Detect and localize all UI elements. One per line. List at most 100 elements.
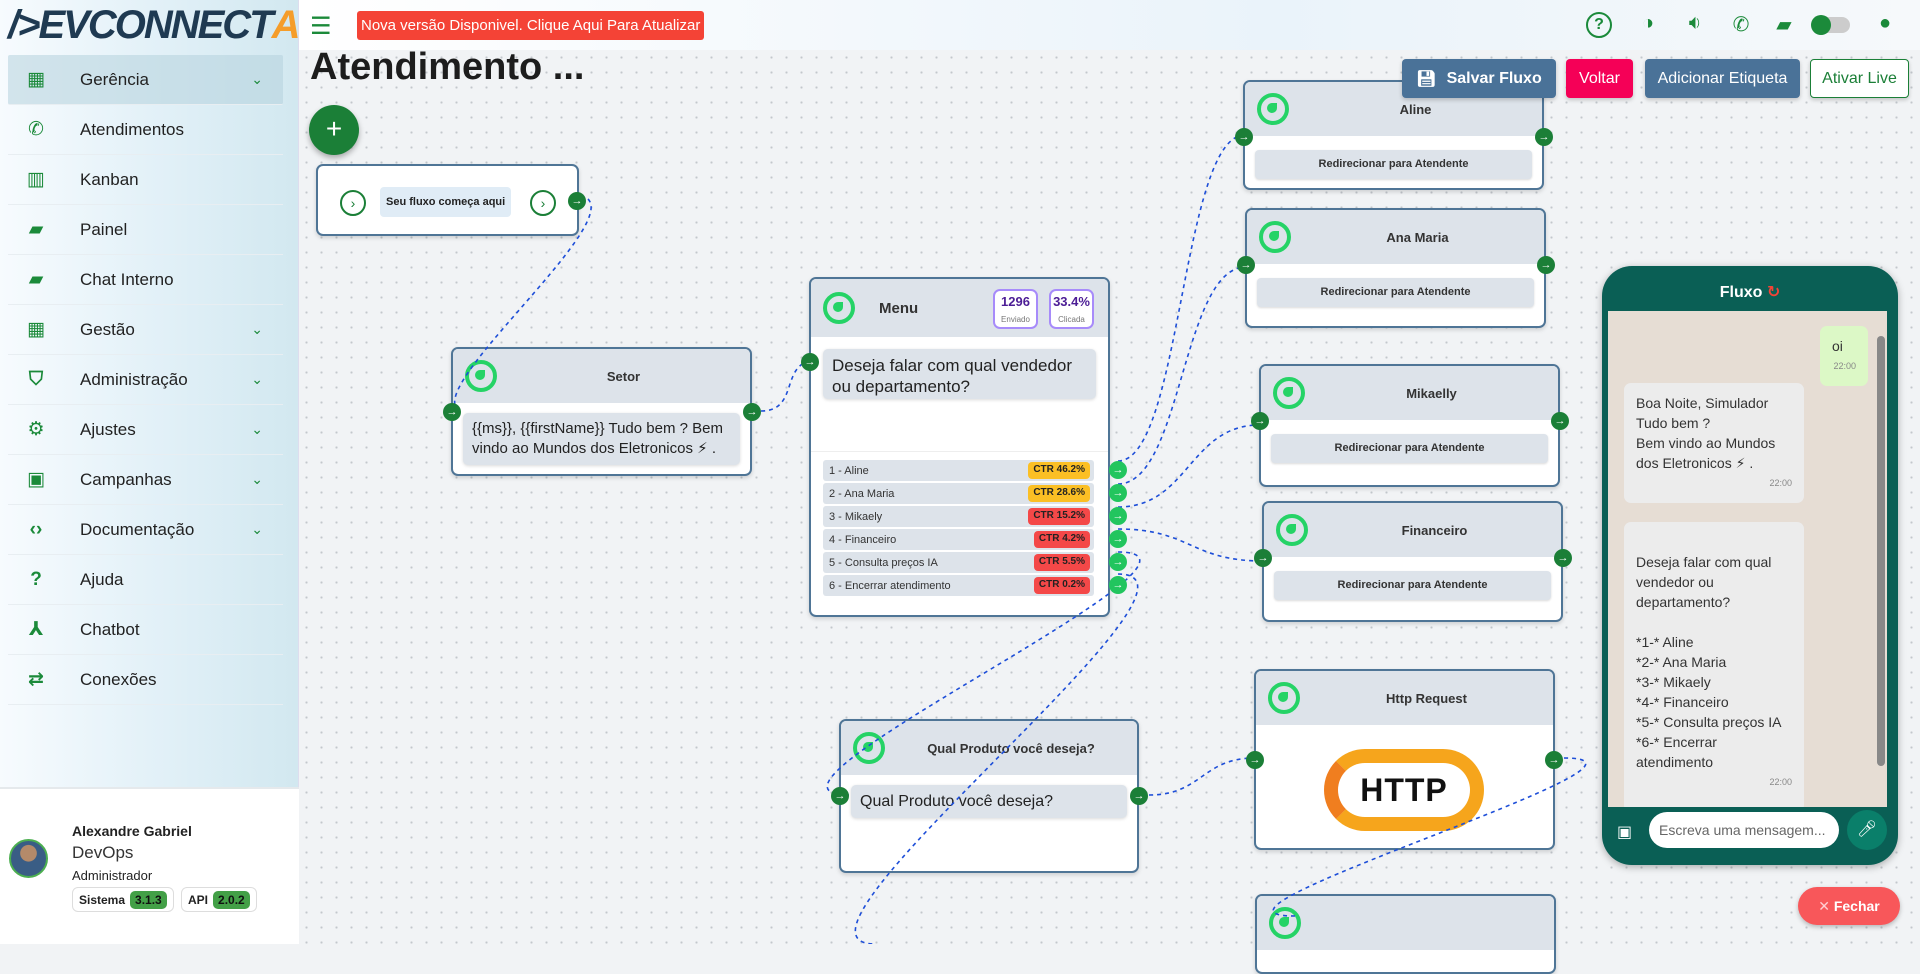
close-label: Fechar [1833, 898, 1880, 914]
sidebar-item-ajustes[interactable]: ⚙Ajustes⌄ [8, 405, 283, 455]
node-title: Menu [879, 299, 919, 317]
partial-node[interactable] [1255, 894, 1556, 974]
input-handle[interactable]: → [443, 403, 461, 421]
sidebar-item-label: Kanban [80, 169, 139, 189]
setor-node[interactable]: Setor {{ms}}, {{firstName}} Tudo bem ? B… [443, 347, 761, 476]
save-flow-button[interactable]: 💾︎Salvar Fluxo [1402, 59, 1556, 98]
hamburger-menu-icon[interactable]: ☰ [310, 13, 332, 40]
sidebar-item-ajuda[interactable]: ?Ajuda [8, 555, 283, 605]
sidebar-item-administrao[interactable]: ⛉Administração⌄ [8, 355, 283, 405]
whatsapp-icon [1259, 221, 1291, 253]
start-node[interactable]: › Seu fluxo começa aqui › → [316, 164, 586, 236]
add-node-button[interactable]: + [309, 105, 359, 155]
activate-live-button[interactable]: Ativar Live [1810, 59, 1909, 98]
close-simulator-button[interactable]: ✕ Fechar [1798, 887, 1900, 925]
sidebar-item-campanhas[interactable]: ▣Campanhas⌄ [8, 455, 283, 505]
message-input[interactable]: Escreva uma mensagem... [1649, 812, 1839, 848]
sidebar-item-painel[interactable]: ▰ Painel [8, 205, 283, 255]
microphone-icon[interactable]: 🎤︎ [1847, 810, 1887, 850]
chevron-down-icon: ⌄ [251, 321, 263, 337]
produto-node[interactable]: Qual Produto você deseja? Qual Produto v… [831, 719, 1148, 873]
output-handle[interactable]: → [1109, 507, 1127, 525]
sidebar-item-documentao[interactable]: ‹›Documentação⌄ [8, 505, 283, 555]
avatar[interactable] [9, 839, 48, 878]
sidebar-item-chatinterno[interactable]: ▰Chat Interno [8, 255, 283, 305]
add-tag-button[interactable]: Adicionar Etiqueta [1645, 59, 1800, 98]
output-handle[interactable]: → [1109, 484, 1127, 502]
account-icon[interactable]: ● [1878, 12, 1892, 34]
redirect-button[interactable]: Redirecionar para Atendente [1274, 571, 1551, 600]
option-label: 1 - Aline [829, 464, 869, 477]
sidebar-item-label: Painel [80, 219, 128, 239]
back-button[interactable]: Voltar [1566, 59, 1633, 98]
ctr-badge: CTR 46.2% [1028, 462, 1090, 479]
chat-icon: ▰ [28, 219, 44, 240]
image-icon[interactable]: ▣ [1617, 824, 1633, 841]
output-handle[interactable]: → [1130, 787, 1148, 805]
menu-option[interactable]: 1 - Aline CTR 46.2% → [823, 460, 1127, 481]
input-handle[interactable]: → [831, 787, 849, 805]
sidebar-item-gesto[interactable]: ▦Gestão⌄ [8, 305, 283, 355]
http-request-node[interactable]: Http Request HTTP → → [1246, 669, 1563, 850]
user-role: Administrador [72, 868, 153, 883]
brightness-icon[interactable]: ◑ [1641, 12, 1655, 34]
whatsapp-icon [1273, 377, 1305, 409]
output-handle[interactable]: → [1554, 549, 1572, 567]
message-time: 22:00 [1769, 478, 1792, 488]
redirect-button[interactable]: Redirecionar para Atendente [1257, 278, 1534, 307]
system-label: Sistema [79, 892, 126, 907]
sidebar-item-label: Ajustes [80, 419, 136, 439]
sidebar-item-chatbot[interactable]: ⅄Chatbot [8, 605, 283, 655]
input-handle[interactable]: → [1254, 549, 1272, 567]
message-text: oi [1832, 338, 1843, 354]
redirect-button[interactable]: Redirecionar para Atendente [1271, 434, 1548, 463]
output-handle[interactable]: → [1109, 461, 1127, 479]
http-image: HTTP [1324, 749, 1484, 831]
whatsapp-icon[interactable]: ✆ [1732, 14, 1750, 36]
redirect-button[interactable]: Redirecionar para Atendente [1255, 150, 1532, 179]
simulator-title-text: Fluxo [1719, 284, 1763, 301]
help-icon[interactable]: ? [1586, 12, 1612, 38]
api-label: API [188, 892, 209, 907]
output-handle[interactable]: → [1109, 576, 1127, 594]
output-handle[interactable]: → [1535, 128, 1553, 146]
ctr-badge: CTR 4.2% [1033, 531, 1090, 548]
sidebar-item-kanban[interactable]: ▥Kanban [8, 155, 283, 205]
output-handle[interactable]: → [568, 192, 586, 210]
output-handle[interactable]: → [743, 403, 761, 421]
theme-toggle[interactable] [1811, 15, 1850, 35]
output-handle[interactable]: → [1545, 751, 1563, 769]
clicked-rate: 33.4% [1053, 294, 1090, 309]
input-handle[interactable]: → [1235, 128, 1253, 146]
output-handle[interactable]: → [1109, 530, 1127, 548]
update-banner[interactable]: Nova versão Disponivel. Clique Aqui Para… [357, 11, 705, 40]
chat-icon[interactable]: ▰ [1776, 14, 1792, 36]
output-handle[interactable]: → [1109, 553, 1127, 571]
sidebar-item-conexes[interactable]: ⇄Conexões [8, 655, 283, 705]
chat-scrollbar[interactable] [1877, 336, 1885, 766]
whatsapp-icon [853, 732, 885, 764]
input-handle[interactable]: → [1246, 751, 1264, 769]
sidebar-item-label: Campanhas [80, 469, 172, 489]
restart-icon[interactable]: ↻ [1766, 284, 1781, 301]
volume-icon[interactable]: 🔉︎ [1688, 12, 1702, 34]
sidebar-item-atendimentos[interactable]: ✆Atendimentos [8, 105, 283, 155]
input-handle[interactable]: → [1237, 256, 1255, 274]
output-handle[interactable]: → [1551, 412, 1569, 430]
input-handle[interactable]: → [1251, 412, 1269, 430]
output-handle[interactable]: → [1537, 256, 1555, 274]
sidebar-item-gerncia[interactable]: ▦Gerência⌄ [8, 55, 283, 105]
input-handle[interactable]: → [801, 353, 819, 371]
